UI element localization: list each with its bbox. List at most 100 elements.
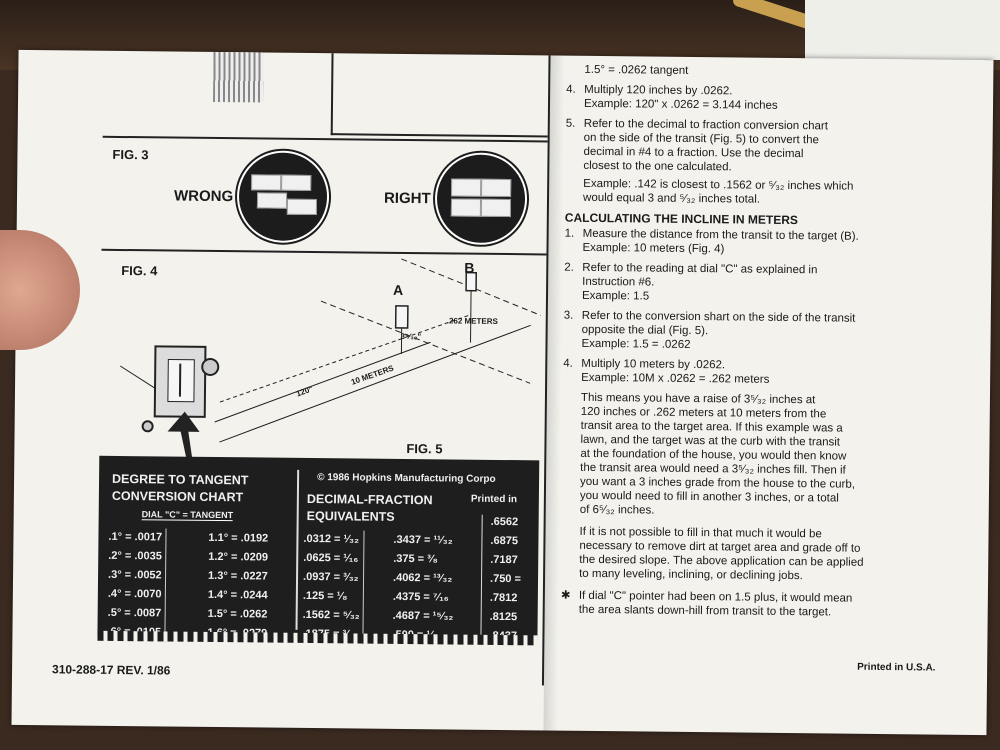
table-cell: 1.3° = .0227 bbox=[208, 569, 268, 583]
text-line: Multiply 10 meters by .0262. bbox=[581, 357, 726, 372]
right-level-icon bbox=[434, 152, 528, 246]
paragraph-2-line: to many leveling, inclining, or declinin… bbox=[561, 568, 803, 584]
right-label: RIGHT bbox=[383, 189, 431, 208]
text-line: Instruction #6. bbox=[582, 275, 655, 289]
table-cell: .7187 bbox=[490, 553, 518, 567]
text-line: Multiply 120 inches by .0262. bbox=[584, 83, 733, 98]
copyright-text: © 1986 Hopkins Manufacturing Corpo bbox=[317, 472, 496, 485]
revision-code: 310-288-17 REV. 1/86 bbox=[52, 662, 171, 678]
text-line: Example: 120" x .0262 = 3.144 inches bbox=[583, 97, 778, 112]
figure-top-fragment bbox=[102, 50, 549, 143]
decimal-title-line1: DECIMAL-FRACTION bbox=[306, 491, 433, 508]
table-cell: 1.4° = .0244 bbox=[207, 588, 268, 602]
point-a-label: A bbox=[392, 281, 404, 298]
step-number: 4. bbox=[566, 83, 576, 96]
table-cell: .8125 bbox=[489, 610, 518, 624]
text-line: at the foundation of the house, you woul… bbox=[580, 447, 847, 463]
table-cell: .0937 = ³⁄₃₂ bbox=[302, 570, 359, 584]
table-cell: .5° = .0087 bbox=[107, 606, 162, 620]
text-line: Example: .142 is closest to .1562 or ⁵⁄₃… bbox=[583, 177, 854, 193]
step-5-line-6: would equal 3 and ⁵⁄₃₂ inches total. bbox=[565, 192, 760, 208]
printed-in-text: Printed in bbox=[470, 493, 518, 506]
wrong-level-icon bbox=[236, 150, 330, 244]
text-line: Example: 1.5 bbox=[581, 289, 650, 303]
chart-title-line1: DEGREE TO TANGENT bbox=[112, 471, 249, 488]
chart-divider-2 bbox=[480, 514, 483, 635]
table-cell: .4687 = ¹⁵⁄₃₂ bbox=[392, 609, 454, 623]
table-cell: .6875 bbox=[490, 534, 519, 548]
chart-divider bbox=[295, 469, 300, 630]
table-cell: .0312 = ¹⁄₃₂ bbox=[303, 532, 360, 546]
text-line: Refer to the reading at dial "C" as expl… bbox=[582, 261, 818, 277]
step-number: 5. bbox=[565, 117, 576, 130]
meters-262-label: .262 METERS bbox=[446, 316, 498, 326]
table-cell: .2° = .0035 bbox=[108, 549, 162, 563]
table-cell: .3° = .0052 bbox=[108, 568, 162, 582]
table-cell: .4375 = ⁷⁄₁₆ bbox=[392, 590, 449, 604]
text-line: Measure the distance from the transit to… bbox=[582, 227, 859, 243]
step-4-line-1: 4. Multiply 120 inches by .0262. bbox=[566, 84, 732, 99]
paper-corner bbox=[805, 0, 1000, 60]
decimal-title: DECIMAL-FRACTION EQUIVALENTS bbox=[307, 491, 433, 526]
text-line: the area slants down-hill from transit t… bbox=[578, 603, 832, 619]
text-line: If it is not possible to fill in that mu… bbox=[579, 525, 822, 541]
table-cell: .1562 = ⁵⁄₃₂ bbox=[302, 608, 360, 622]
meter-step-2-line-3: Example: 1.5 bbox=[564, 290, 649, 304]
text-line: the desired slope. The above application… bbox=[579, 553, 864, 569]
table-cell: .4° = .0070 bbox=[107, 587, 162, 601]
step-number: 4. bbox=[563, 357, 573, 370]
tangent-column-2: 1.1° = .0192 1.2° = .0209 1.3° = .0227 1… bbox=[207, 529, 268, 644]
asterisk-icon: ✱ bbox=[560, 589, 571, 602]
text-line: Example: 10 meters (Fig. 4) bbox=[582, 241, 725, 256]
point-b-label: B bbox=[464, 259, 475, 276]
step-number: 3. bbox=[563, 309, 574, 322]
table-cell: .4062 = ¹³⁄₃₂ bbox=[392, 571, 453, 585]
table-cell: 1.2° = .0209 bbox=[208, 550, 269, 564]
table-cell: .1° = .0017 bbox=[108, 530, 163, 544]
text-line: opposite the dial (Fig. 5). bbox=[581, 323, 709, 338]
chart-title-line2: CONVERSION CHART bbox=[111, 488, 244, 505]
text-line: decimal in #4 to a fraction. Use the dec… bbox=[583, 145, 804, 161]
conversion-chart: DEGREE TO TANGENT CONVERSION CHART DIAL … bbox=[97, 455, 540, 645]
text-line: the transit area would need a 3⁵⁄₃₂ inch… bbox=[580, 461, 846, 477]
instruction-sheet: FIG. 3 WRONG RIGHT bbox=[11, 49, 994, 736]
meter-step-3-line-3: Example: 1.5 = .0262 bbox=[563, 338, 690, 353]
figure-4-drawing bbox=[119, 258, 541, 472]
meter-step-1-line-2: Example: 10 meters (Fig. 4) bbox=[564, 242, 724, 257]
figure-3: FIG. 3 WRONG RIGHT bbox=[101, 138, 548, 256]
meter-step-3-line-2: opposite the dial (Fig. 5). bbox=[564, 324, 709, 339]
fraction-column-3: .6562 .6875 .7187 .750 = .7812 .8125 .84… bbox=[489, 513, 521, 646]
table-cell: .750 = bbox=[489, 572, 521, 586]
text-line: necessary to remove dirt at target area … bbox=[579, 539, 861, 555]
table-cell: .3437 = ¹¹⁄₃₂ bbox=[393, 533, 453, 547]
fraction-column-1: .0312 = ¹⁄₃₂ .0625 = ¹⁄₁₆ .0937 = ³⁄₃₂ .… bbox=[302, 529, 365, 645]
crate-illustration bbox=[213, 51, 264, 103]
text-line: 1.5° = .0262 tangent bbox=[584, 63, 689, 77]
figure-5-label: FIG. 5 bbox=[406, 440, 443, 457]
text-line: If dial "C" pointer had been on 1.5 plus… bbox=[578, 589, 853, 605]
tangent-column-1: .1° = .0017 .2° = .0035 .3° = .0052 .4° … bbox=[107, 527, 167, 643]
table-cell: .125 = ¹⁄₈ bbox=[302, 589, 348, 603]
table-cell: .375 = ³⁄₈ bbox=[393, 552, 438, 566]
text-line: closest to the one calculated. bbox=[583, 159, 732, 174]
chart-title: DEGREE TO TANGENT CONVERSION CHART bbox=[112, 471, 249, 506]
text-line: transit area to the target area. If this… bbox=[580, 419, 843, 435]
text-line: This means you have a raise of 3⁵⁄₃₂ inc… bbox=[580, 391, 816, 407]
step-number: 2. bbox=[564, 261, 574, 274]
figure-4-label: FIG. 4 bbox=[121, 263, 158, 279]
table-cell: .0625 = ¹⁄₁₆ bbox=[303, 551, 359, 565]
figure-3-label: FIG. 3 bbox=[112, 146, 149, 163]
text-line: would equal 3 and ⁵⁄₃₂ inches total. bbox=[582, 191, 761, 206]
right-line: 1.5° = .0262 tangent bbox=[566, 64, 688, 79]
step-4-line-2: Example: 120" x .0262 = 3.144 inches bbox=[566, 98, 778, 114]
text-line: on the side of the transit (Fig. 5) to c… bbox=[583, 131, 819, 147]
figure-4: FIG. 4 A B 3⁵⁄₃₂" .262 METERS 120" 10 ME… bbox=[99, 251, 546, 486]
text-line: Refer to the decimal to fraction convers… bbox=[583, 117, 829, 133]
fraction-column-2: .3437 = ¹¹⁄₃₂ .375 = ³⁄₈ .4062 = ¹³⁄₃₂ .… bbox=[392, 531, 454, 646]
section-heading: CALCULATING THE INCLINE IN METERS bbox=[564, 210, 799, 228]
rise-label: 3⁵⁄₃₂" bbox=[400, 331, 422, 342]
text-line: to many leveling, inclining, or declinin… bbox=[579, 567, 803, 583]
dial-header: DIAL "C" = TANGENT bbox=[141, 509, 234, 522]
wrong-label: WRONG bbox=[173, 187, 234, 206]
meter-step-4-line-1: 4. Multiply 10 meters by .0262. bbox=[563, 358, 725, 373]
